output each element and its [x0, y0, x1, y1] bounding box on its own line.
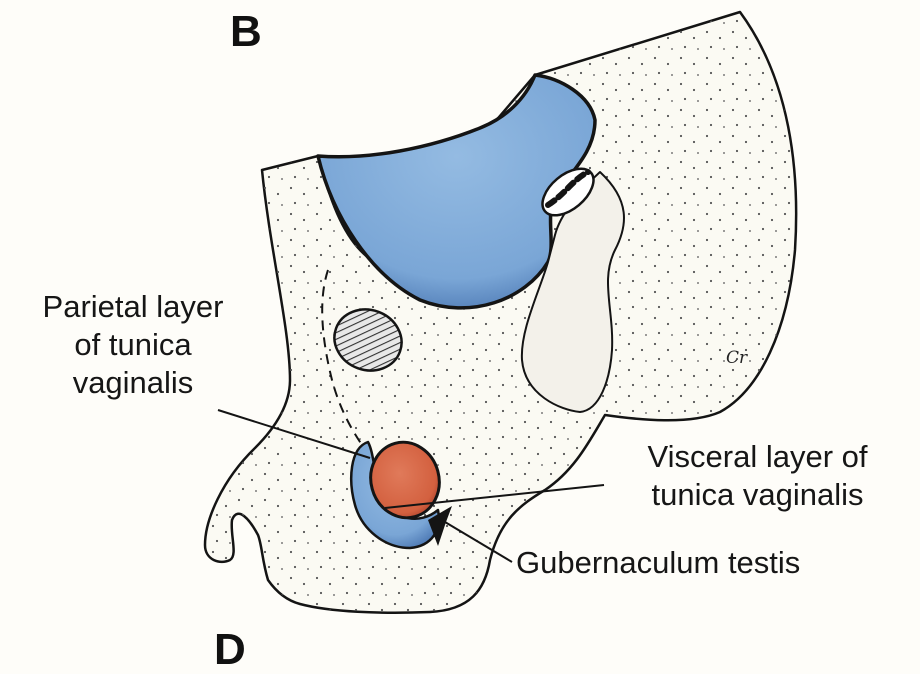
- parietal-label-line-3: vaginalis: [8, 364, 258, 402]
- visceral-label-line-2: tunica vaginalis: [605, 476, 910, 514]
- visceral-label-line-1: Visceral layer of: [605, 438, 910, 476]
- panel-letter-bottom: D: [214, 628, 246, 672]
- visceral-layer-label: Visceral layer of tunica vaginalis: [605, 438, 910, 514]
- parietal-label-line-2: of tunica: [8, 326, 258, 364]
- panel-letter-top: B: [230, 10, 262, 54]
- abdominal-wall-tissue: [205, 12, 796, 613]
- parietal-label-line-1: Parietal layer: [8, 288, 258, 326]
- artist-signature: Cr: [726, 348, 747, 368]
- parietal-layer-label: Parietal layer of tunica vaginalis: [8, 288, 258, 402]
- gubernaculum-label: Gubernaculum testis: [516, 544, 800, 582]
